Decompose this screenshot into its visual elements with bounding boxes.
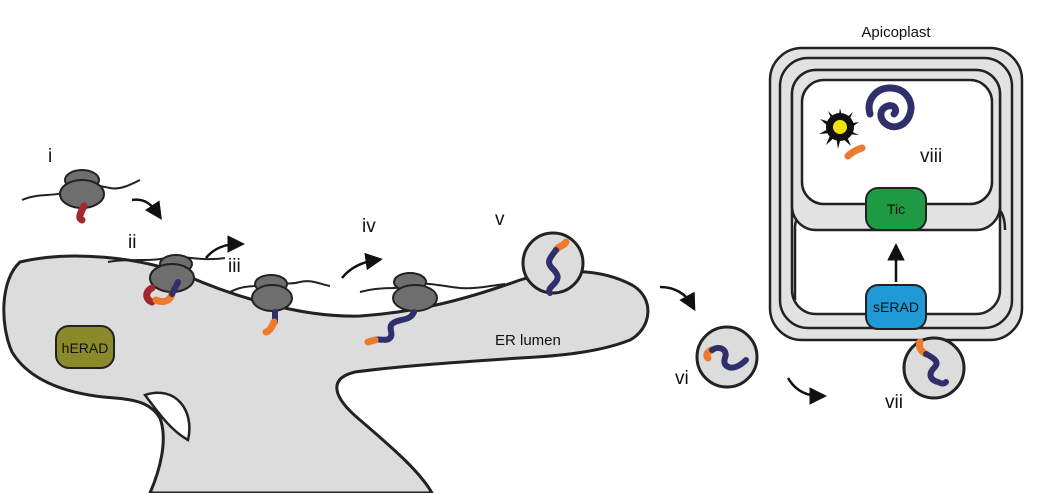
herad-complex: hERAD: [55, 325, 115, 369]
step-label-iii: iii: [228, 256, 241, 277]
step-label-ii: ii: [128, 232, 136, 253]
step-label-v: v: [495, 209, 505, 230]
protein-in-vesicle-v: [546, 238, 570, 296]
ribosome-step-ii: [107, 254, 226, 306]
arrow-ii-to-iii: [205, 235, 245, 259]
arrow-vi-to-vii: [786, 377, 827, 405]
step-label-i: i: [48, 146, 52, 167]
tic-label: Tic: [887, 201, 905, 217]
step-label-vi: vi: [675, 368, 689, 389]
vesicle-vi: [695, 325, 759, 389]
starburst-icon: [819, 108, 859, 149]
step-label-viii: viii: [920, 146, 942, 167]
ribosome-step-iv: [359, 272, 506, 346]
step-label-iv: iv: [362, 216, 376, 237]
arrow-i-to-ii: [131, 198, 162, 220]
ribosome-step-i: [21, 169, 141, 224]
serad-label: sERAD: [873, 299, 919, 315]
pathway-arrows: [131, 198, 905, 405]
tic-complex: Tic: [865, 187, 927, 231]
er-lumen-label: ER lumen: [495, 332, 561, 349]
arrow-iii-to-iv: [341, 252, 383, 279]
herad-label: hERAD: [62, 340, 109, 356]
endoplasmic-reticulum: [2, 231, 650, 493]
ribosome-step-iii: [229, 274, 331, 336]
serad-complex: sERAD: [865, 284, 927, 330]
arrow-v-to-vi: [659, 285, 696, 312]
step-label-vii: vii: [885, 392, 903, 413]
protein-in-vesicle-vii: [916, 338, 949, 387]
stroma-contents-viii: [819, 84, 915, 160]
apicoplast-title: Apicoplast: [861, 24, 931, 41]
